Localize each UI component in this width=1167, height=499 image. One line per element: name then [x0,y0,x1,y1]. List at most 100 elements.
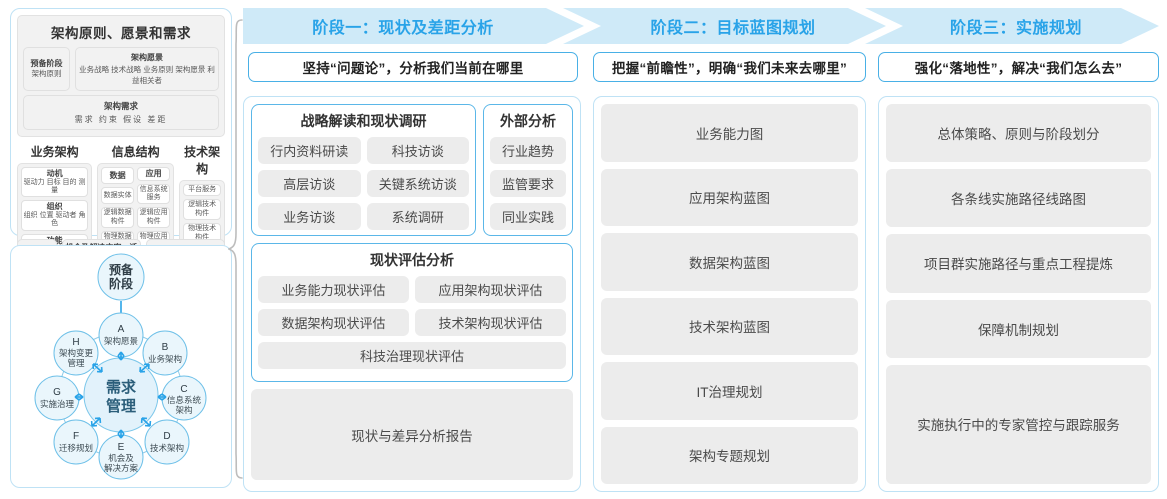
card-p3-4[interactable]: 实施执行中的专家管控与跟踪服务 [886,364,1151,485]
card-p3-1[interactable]: 各条线实施路径线路图 [886,169,1151,228]
cycle-center-line2: 管理 [106,397,136,415]
left-reference-column: 架构原则、愿景和需求 预备阶段 架构原则 架构愿景 业务战略 技术战略 业务原则… [10,8,232,492]
chip-assess-3[interactable]: 技术架构现状评估 [415,309,566,336]
requirements-row: 架构需求 需求 约束 假设 差距 [23,95,219,130]
chip-external-0[interactable]: 行业趋势 [490,137,566,164]
cell-title: 预备阶段 [30,58,63,68]
card-p2-1[interactable]: 应用架构蓝图 [601,168,858,226]
cycle-node-h-letter: H [72,337,79,348]
group-title: 战略解读和现状调研 [300,113,427,129]
brace-path [228,19,243,479]
togaf-framework-panel: 架构原则、愿景和需求 预备阶段 架构原则 架构愿景 业务战略 技术战略 业务原则… [10,8,232,279]
phase-1-top-row: 战略解读和现状调研 行内资料研读 科技访谈 高层访谈 关键系统访谈 业务访谈 系… [251,104,573,236]
domain-title: 业务架构 [30,145,79,159]
double-arrow-b [139,363,150,373]
mini-cell: 数据实体 [101,187,135,205]
mini-cell: 逻辑应用构件 [137,207,171,229]
domain-title: 信息结构 [111,145,160,159]
cycle-node-e-label1: 机会及 [108,453,134,463]
card-p2-5[interactable]: 架构专题规划 [601,426,858,484]
cycle-node-f-letter: F [73,431,79,442]
cell-title: 架构需求 [103,101,138,111]
mini-cell: 组织 组织 位置 驱动者 角色 [21,200,89,231]
double-arrow-c [157,393,167,401]
phase-header-band: 阶段一：现状及差距分析 阶段二：目标蓝图规划 阶段三：实施规划 [243,8,1159,44]
phase-band-shape [243,8,1159,44]
chip-assess-0[interactable]: 业务能力现状评估 [258,276,409,303]
cycle-node-d-label: 技术架构 [150,443,184,453]
chip-survey-2[interactable]: 高层访谈 [258,170,361,197]
card-p2-2[interactable]: 数据架构蓝图 [601,233,858,291]
survey-chips: 行内资料研读 科技访谈 高层访谈 关键系统访谈 业务访谈 系统调研 [258,137,469,230]
cell-preparation-phase: 预备阶段 架构原则 [23,47,70,91]
chip-assess-2[interactable]: 数据架构现状评估 [258,309,409,336]
phase-subtitle-1: 坚持“问题论”，分析我们当前在哪里 [248,52,578,82]
cycle-node-g-label: 实施治理 [40,399,75,409]
phase-subtitle-3: 强化“落地性”，解决“我们怎么去” [878,52,1159,82]
group-title: 现状评估分析 [370,252,454,268]
cycle-center-line1: 需求 [106,378,137,396]
double-arrow-h [92,363,103,373]
chip-survey-1[interactable]: 科技访谈 [366,137,469,164]
cycle-node-f [53,419,99,465]
cycle-node-b [142,330,188,376]
card-gap-analysis-report[interactable]: 现状与差异分析报告 [251,389,573,480]
brace-connector [228,19,243,479]
architecture-principles-block: 架构原则、愿景和需求 预备阶段 架构原则 架构愿景 业务战略 技术战略 业务原则… [17,15,225,137]
chip-external-2[interactable]: 同业实践 [490,203,566,230]
cycle-node-h-label2: 管理 [67,358,85,368]
card-p2-0[interactable]: 业务能力图 [601,104,858,162]
phase-header-1: 阶段一：现状及差距分析 [312,20,494,37]
cycle-node-b-letter: B [162,342,169,353]
cycle-preparation-line2: 阶段 [109,276,134,291]
cycle-node-e-letter: E [118,442,125,453]
band-background [243,8,1159,44]
domain-title: 技术架构 [184,145,221,176]
cycle-node-b-label: 业务架构 [148,354,182,364]
cycle-node-a [98,312,144,358]
architecture-domains-block: 业务架构 动机 驱动力 目标 目的 测量 组织 组织 位置 驱动者 角色 [17,143,225,260]
cycle-node-g [34,375,80,421]
cycle-node-c [161,375,207,421]
card-p2-4[interactable]: IT治理规划 [601,362,858,420]
cycle-node-d [144,419,190,465]
cycle-node-g-letter: G [53,387,61,398]
domain-information-structure: 信息结构 数据 数据实体 逻辑数据构件 [97,143,175,256]
cycle-node-c-label1: 信息系统 [167,395,202,405]
chip-survey-5[interactable]: 系统调研 [366,203,469,230]
architecture-principles-title: 架构原则、愿景和需求 [51,26,191,41]
double-arrow-g [74,393,84,401]
domain-business-architecture: 业务架构 动机 驱动力 目标 目的 测量 组织 组织 位置 驱动者 角色 [17,143,93,260]
phase-header-2: 阶段二：目标蓝图规划 [650,20,816,37]
group-external-analysis: 外部分析 行业趋势 监管要求 同业实践 [483,104,573,236]
chip-external-1[interactable]: 监管要求 [490,170,566,197]
mini-cell: 逻辑技术构件 [183,199,221,221]
adm-cycle-panel: 预备 阶段 需求 管理 A 架构愿景 B 业务架构 [10,245,232,488]
cycle-node-h-label1: 架构变更 [59,348,94,358]
cycle-node-h [53,330,99,376]
mini-cell: 动机 驱动力 目标 目的 测量 [21,167,89,198]
card-p3-3[interactable]: 保障机制规划 [886,299,1151,358]
card-p3-0[interactable]: 总体策略、原则与阶段划分 [886,104,1151,163]
phase-subtitle-2: 把握“前瞻性”，明确“我们未来去哪里” [593,52,866,82]
double-arrow-a [117,351,125,361]
card-p2-3[interactable]: 技术架构蓝图 [601,297,858,355]
group-title: 外部分析 [500,113,556,129]
mini-cell: 数据 [101,167,135,185]
cycle-node-f-label: 迁移规划 [59,443,93,453]
mini-cell: 逻辑数据构件 [101,207,135,229]
cycle-node-a-label: 架构愿景 [104,336,138,346]
chip-assess-1[interactable]: 应用架构现状评估 [415,276,566,303]
group-strategy-survey: 战略解读和现状调研 行内资料研读 科技访谈 高层访谈 关键系统访谈 业务访谈 系… [251,104,476,236]
card-p3-2[interactable]: 项目群实施路径与重点工程提炼 [886,234,1151,293]
chip-survey-3[interactable]: 关键系统访谈 [366,170,469,197]
chip-survey-0[interactable]: 行内资料研读 [258,137,361,164]
phase-header-3: 阶段三：实施规划 [949,20,1082,37]
cycle-node-a-letter: A [118,324,125,335]
cell-architecture-vision: 架构愿景 业务战略 技术战略 业务原则 架构愿景 利益相关者 [75,47,219,91]
cycle-node-d-letter: D [163,431,170,442]
phase-2-body: 业务能力图 应用架构蓝图 数据架构蓝图 技术架构蓝图 IT治理规划 架构专题规划 [593,96,866,492]
chip-survey-4[interactable]: 业务访谈 [258,203,361,230]
chip-assess-4[interactable]: 科技治理现状评估 [258,342,566,369]
group-current-state-assessment: 现状评估分析 业务能力现状评估 应用架构现状评估 数据架构现状评估 技术架构现状… [251,243,573,382]
